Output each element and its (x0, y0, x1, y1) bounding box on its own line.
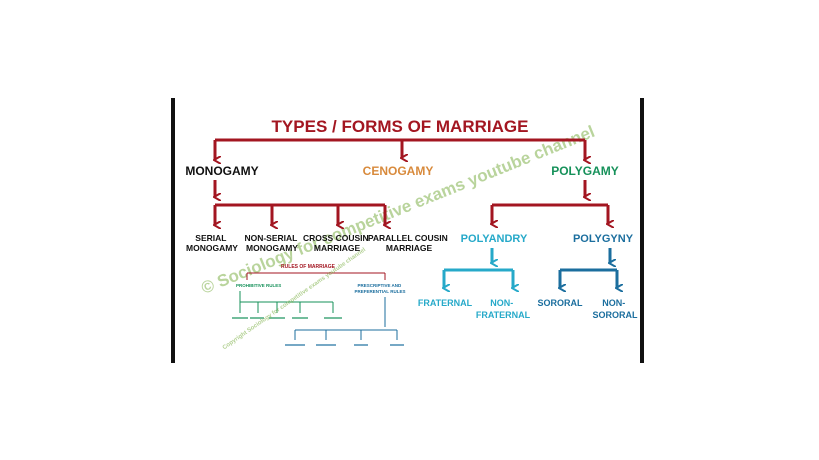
label-non-serial-monogamy: NON-SERIAL MONOGAMY (244, 233, 299, 253)
inset-prohibitive-rules: PROHIBITIVE RULES (236, 283, 281, 288)
watermark-text: © Sociology for competitive exams youtub… (199, 122, 598, 298)
right-border-bar (640, 98, 644, 363)
inset-prescriptive-branches (294, 297, 398, 340)
label-serial-monogamy: SERIAL MONOGAMY (186, 233, 238, 253)
inset-prescriptive-leaves (285, 344, 404, 346)
non-fraternal-line2: FRATERNAL (476, 310, 531, 320)
inset-prohibitive-leaves (232, 317, 342, 319)
inset-leaf (292, 317, 308, 319)
non-fraternal-line1: NON- (490, 298, 513, 308)
serial-line2: MONOGAMY (186, 243, 238, 253)
label-cenogamy: CENOGAMY (363, 164, 434, 178)
prescriptive-line2: PREFERENTIAL RULES (355, 289, 406, 294)
diagram-title: TYPES / FORMS OF MARRIAGE (272, 117, 529, 136)
parallel-cousin-line2: MARRIAGE (386, 243, 433, 253)
non-serial-line2: MONOGAMY (246, 243, 298, 253)
label-cross-cousin-marriage: CROSS COUSIN MARRIAGE (303, 233, 371, 253)
serial-line1: SERIAL (195, 233, 226, 243)
monogamy-connectors (215, 180, 385, 225)
label-polyandry: POLYANDRY (461, 233, 528, 245)
cross-cousin-line2: MARRIAGE (314, 243, 361, 253)
label-fraternal: FRATERNAL (418, 298, 473, 308)
inset-prescriptive-rules: PRESCRIPTIVE AND PREFERENTIAL RULES (355, 283, 406, 294)
label-sororal: SORORAL (538, 298, 584, 308)
polygyny-connectors (560, 248, 617, 288)
label-polygamy: POLYGAMY (551, 164, 619, 178)
parallel-cousin-line1: PARALLEL COUSIN (368, 233, 448, 243)
label-polygyny: POLYGYNY (573, 233, 634, 245)
non-sororal-line1: NON- (602, 298, 625, 308)
watermark: © Sociology for competitive exams youtub… (199, 122, 598, 298)
polyandry-connectors (444, 248, 513, 288)
inset-leaf (390, 344, 404, 346)
left-border-bar (171, 98, 175, 363)
inset-leaf (354, 344, 368, 346)
inset-leaf (316, 344, 336, 346)
non-serial-line1: NON-SERIAL (244, 233, 297, 243)
polygamy-connectors (492, 180, 608, 224)
inset-leaf (285, 344, 305, 346)
inset-top-connectors (246, 272, 386, 280)
inset-leaf (269, 317, 285, 319)
label-monogamy: MONOGAMY (185, 164, 258, 178)
non-sororal-line2: SORORAL (593, 310, 639, 320)
label-parallel-cousin-marriage: PARALLEL COUSIN MARRIAGE (368, 233, 450, 253)
inset-leaf (250, 317, 264, 319)
label-non-fraternal: NON- FRATERNAL (476, 298, 531, 320)
title-connectors (215, 138, 585, 160)
label-non-sororal: NON- SORORAL (593, 298, 639, 320)
prescriptive-line1: PRESCRIPTIVE AND (357, 283, 402, 288)
inset-title: RULES OF MARRIAGE (281, 264, 336, 270)
inset-leaf (232, 317, 248, 319)
inset-leaf (324, 317, 342, 319)
cross-cousin-line1: CROSS COUSIN (303, 233, 369, 243)
inset-prohibitive-branches (239, 291, 334, 313)
